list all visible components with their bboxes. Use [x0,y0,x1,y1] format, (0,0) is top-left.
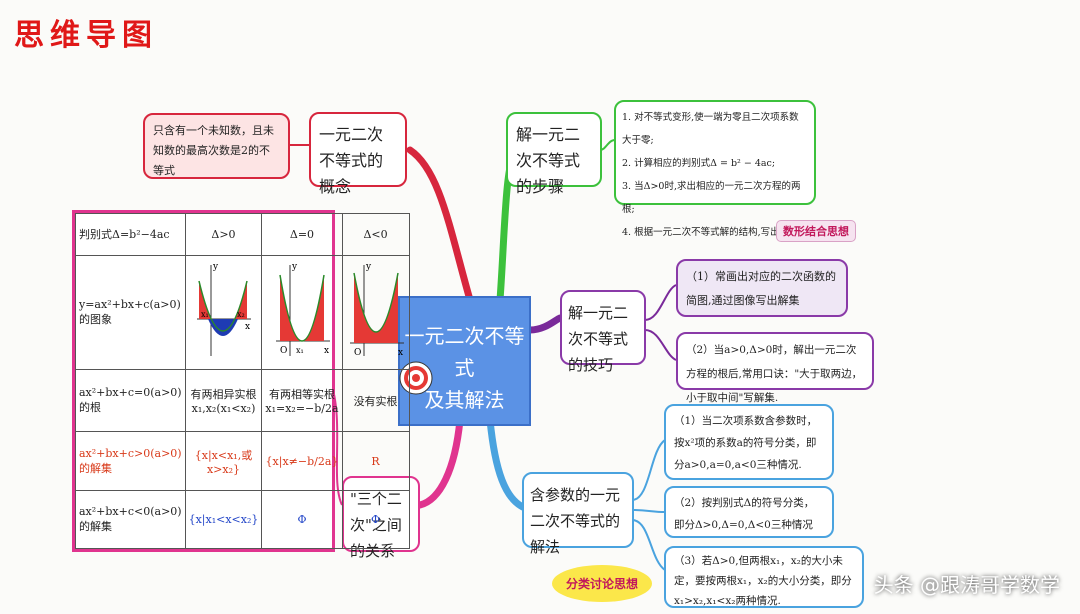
central-topic-line1: 一元二次不等式 [404,324,525,380]
tips-item: （1）常画出对应的二次函数的简图,通过图像写出解集 [686,270,836,307]
three-table-box: 判别式Δ=b²−4ac Δ>0 Δ=0 Δ<0 y=ax²+bx+c(a>0)的… [72,210,410,552]
table-cell: ax²+bx+c>0(a>0)的解集 [75,431,186,491]
table-cell: 有两相等实根x₁=x₂=−b/2a [261,369,343,433]
param-item: （2）按判别式Δ的符号分类，即分Δ>0,Δ=0,Δ<0三种情况 [674,497,815,531]
central-topic-line2: 及其解法 [424,388,505,412]
table-header: Δ<0 [341,213,410,256]
table-cell: 没有实根 [341,369,410,433]
tips-label: 解一元二次不等式的技巧 [568,304,629,374]
step-item: 2. 计算相应的判别式Δ = b² − 4ac; [622,158,776,169]
three-table: 判别式Δ=b²−4ac Δ>0 Δ=0 Δ<0 y=ax²+bx+c(a>0)的… [75,213,410,550]
step-item: 1. 对不等式变形,使一端为零且二次项系数大于零; [622,112,799,146]
table-cell: {x|x≠−b/2a} [261,431,343,491]
graph-origin-label: O [280,346,287,356]
parabola-two-roots: y x x₁ x₂ [197,262,252,356]
tips-item-2-box: （2）当a>0,Δ>0时，解出一元二次方程的根后,常用口诀："大于取两边，小于取… [676,332,874,404]
table-cell: ax²+bx+c=0(a>0)的根 [75,369,186,433]
page-title: 思维导图 [14,18,158,53]
concept-definition: 只含有一个未知数，且未知数的最高次数是2的不等式 [153,124,274,177]
graph-root-label: x₁ [201,310,209,319]
graph-axis-label: x [324,346,329,356]
param-item-2-box: （2）按判别式Δ的符号分类，即分Δ>0,Δ=0,Δ<0三种情况 [664,486,834,538]
param-item-1-box: （1）当二次项系数含参数时，按x²项的系数a的符号分类，即分a>0,a=0,a<… [664,404,834,480]
steps-label: 解一元二次不等式的步骤 [516,125,581,196]
table-cell: Φ [261,489,343,550]
table-cell: ax²+bx+c<0(a>0)的解集 [75,489,186,550]
graph-origin-label: O [354,348,361,358]
graph-axis-label: x [245,322,250,332]
graph-cell: y x x₁ x₂ [184,254,263,371]
param-item: （1）当二次项系数含参数时，按x²项的系数a的符号分类，即分a>0,a=0,a<… [674,415,818,471]
table-cell: {x|x₁<x<x₂} [184,489,263,550]
param-tag: 分类讨论思想 [552,565,653,602]
step-item: 3. 当Δ>0时,求出相应的一元二次方程的两根; [622,181,801,215]
concept-label: 一元二次不等式的概念 [319,125,384,196]
graph-axis-label: x [398,348,403,358]
param-node[interactable]: 含参数的一元二次不等式的解法 [522,472,634,556]
graph-axis-label: y [291,262,298,272]
param-item: （3）若Δ>0,但两根x₁，x₂的大小未定，要按两根x₁，x₂的大小分类，即分x… [674,555,852,607]
tips-item-1-box: （1）常画出对应的二次函数的简图,通过图像写出解集 [676,259,848,317]
table-cell: Φ [341,489,410,550]
param-item-3-box: （3）若Δ>0,但两根x₁，x₂的大小未定，要按两根x₁，x₂的大小分类，即分x… [664,546,864,608]
graph-axis-label: y [365,262,372,272]
param-label: 含参数的一元二次不等式的解法 [530,486,621,556]
table-header: 判别式Δ=b²−4ac [75,213,186,256]
tips-item: （2）当a>0,Δ>0时，解出一元二次方程的根后,常用口诀："大于取两边，小于取… [686,344,863,404]
graph-root-label: x₂ [237,310,245,319]
parabola-one-root: y x O x₁ [275,262,330,356]
graph-axis-label: y [212,262,219,272]
table-cell: y=ax²+bx+c(a>0)的图象 [75,254,186,371]
concept-node[interactable]: 一元二次不等式的概念 [309,112,407,196]
table-header: Δ>0 [184,213,263,256]
table-cell: R [341,431,410,491]
steps-list-box: 1. 对不等式变形,使一端为零且二次项系数大于零; 2. 计算相应的判别式Δ =… [614,100,816,238]
steps-node[interactable]: 解一元二次不等式的步骤 [506,112,602,196]
parabola-no-root: y x O [349,262,404,358]
tips-tag: 数形结合思想 [776,220,856,242]
table-cell: {x|x<x₁,或x>x₂} [184,431,263,491]
table-cell: 有两相异实根x₁,x₂(x₁<x₂) [184,369,263,433]
graph-cell: y x O [341,254,410,371]
step-item: 4. 根据一元二次不等式解的结构,写出其解. [622,227,802,238]
graph-root-label: x₁ [296,346,304,355]
table-header: Δ=0 [261,213,343,256]
central-topic[interactable]: 一元二次不等式 及其解法 [398,296,531,426]
graph-cell: y x O x₁ [261,254,343,371]
watermark: 头条 @跟涛哥学数学 [873,573,1060,597]
tips-node[interactable]: 解一元二次不等式的技巧 [560,290,646,374]
concept-definition-box: 只含有一个未知数，且未知数的最高次数是2的不等式 [143,113,290,179]
